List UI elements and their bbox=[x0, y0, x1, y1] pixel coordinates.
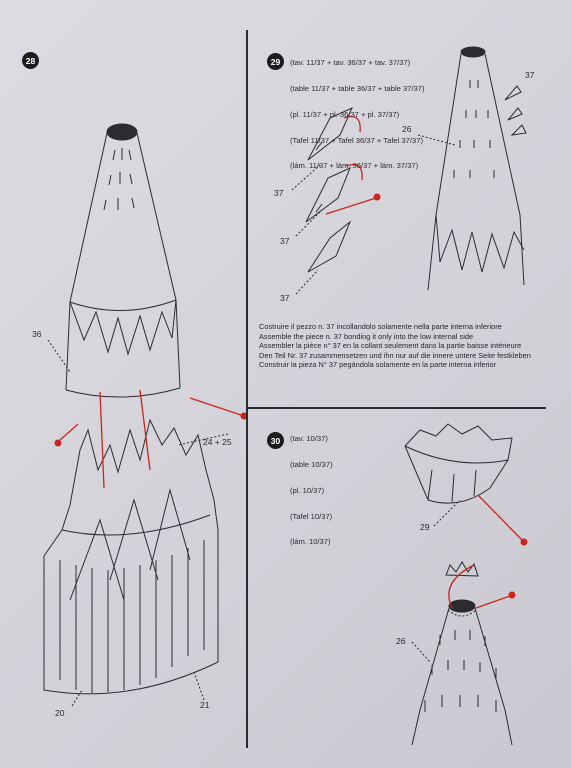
tower-with-crown-drawing bbox=[411, 561, 513, 746]
part-label-24-25: 24 + 25 bbox=[203, 437, 232, 447]
part-label-26-bottom: 26 bbox=[396, 636, 406, 646]
instruction-en: Assemble the piece n. 37 bonding it only… bbox=[259, 331, 474, 341]
spire-cone-drawing bbox=[65, 123, 181, 398]
ref-line: (lám. 10/37) bbox=[290, 537, 331, 547]
crown-29-drawing bbox=[404, 423, 513, 504]
ref-line: (pl. 10/37) bbox=[290, 485, 325, 495]
part-label-20: 20 bbox=[55, 708, 65, 718]
part-label-26-top: 26 bbox=[402, 124, 412, 134]
part-label-37-middle: 37 bbox=[280, 236, 290, 246]
step30-plate-refs: (tav. 10/37) (table 10/37) (pl. 10/37) (… bbox=[290, 418, 333, 564]
ref-line: (table 11/37 + table 36/37 + table 37/37… bbox=[290, 83, 425, 93]
horizontal-divider bbox=[246, 407, 546, 409]
part-label-21: 21 bbox=[200, 700, 210, 710]
step-badge-28: 28 bbox=[22, 52, 39, 69]
ref-line: (pl. 11/37 + pl. 36/37 + pl. 37/37) bbox=[290, 109, 400, 119]
ref-line: (Tafel 11/37 + Tafel 36/37 + Tafel 37/37… bbox=[290, 135, 423, 145]
ref-line: (tav. 10/37) bbox=[290, 434, 328, 444]
ref-line: (lám. 11/37 + lám. 36/37 + lám. 37/37) bbox=[290, 161, 419, 171]
red-arrow-tails bbox=[54, 193, 528, 599]
part-label-29: 29 bbox=[420, 522, 430, 532]
step-badge-29: 29 bbox=[267, 53, 284, 70]
part-label-37-tower: 37 bbox=[525, 70, 535, 80]
ref-line: (Tafel 10/37) bbox=[290, 511, 333, 521]
part-label-36: 36 bbox=[32, 329, 42, 339]
base-ring-drawing bbox=[43, 418, 219, 695]
vertical-divider bbox=[246, 30, 248, 748]
part-label-37-top: 37 bbox=[274, 188, 284, 198]
step29-plate-refs: (tav. 11/37 + tav. 36/37 + tav. 37/37) (… bbox=[290, 42, 425, 188]
leader-lines bbox=[47, 134, 461, 707]
step-badge-30: 30 bbox=[267, 432, 284, 449]
instruction-de: Den Teil Nr. 37 zusammensetzen und ihn n… bbox=[259, 350, 531, 360]
instruction-fr: Assembler la pièce n° 37 en la collant s… bbox=[259, 341, 522, 351]
ref-line: (table 10/37) bbox=[290, 459, 333, 469]
instruction-it: Costruire il pezzo n. 37 incollandolo so… bbox=[259, 322, 502, 331]
tower-26-drawing bbox=[427, 46, 527, 291]
part-label-37-bottom: 37 bbox=[280, 293, 290, 303]
step29-instructions: Costruire il pezzo n. 37 incollandolo so… bbox=[259, 322, 551, 370]
ref-line: (tav. 11/37 + tav. 36/37 + tav. 37/37) bbox=[290, 58, 411, 68]
red-arrows bbox=[59, 115, 523, 609]
piece-37-drawings bbox=[305, 107, 353, 273]
instruction-es: Construir la pieza N° 37 pegándola solam… bbox=[259, 360, 497, 370]
